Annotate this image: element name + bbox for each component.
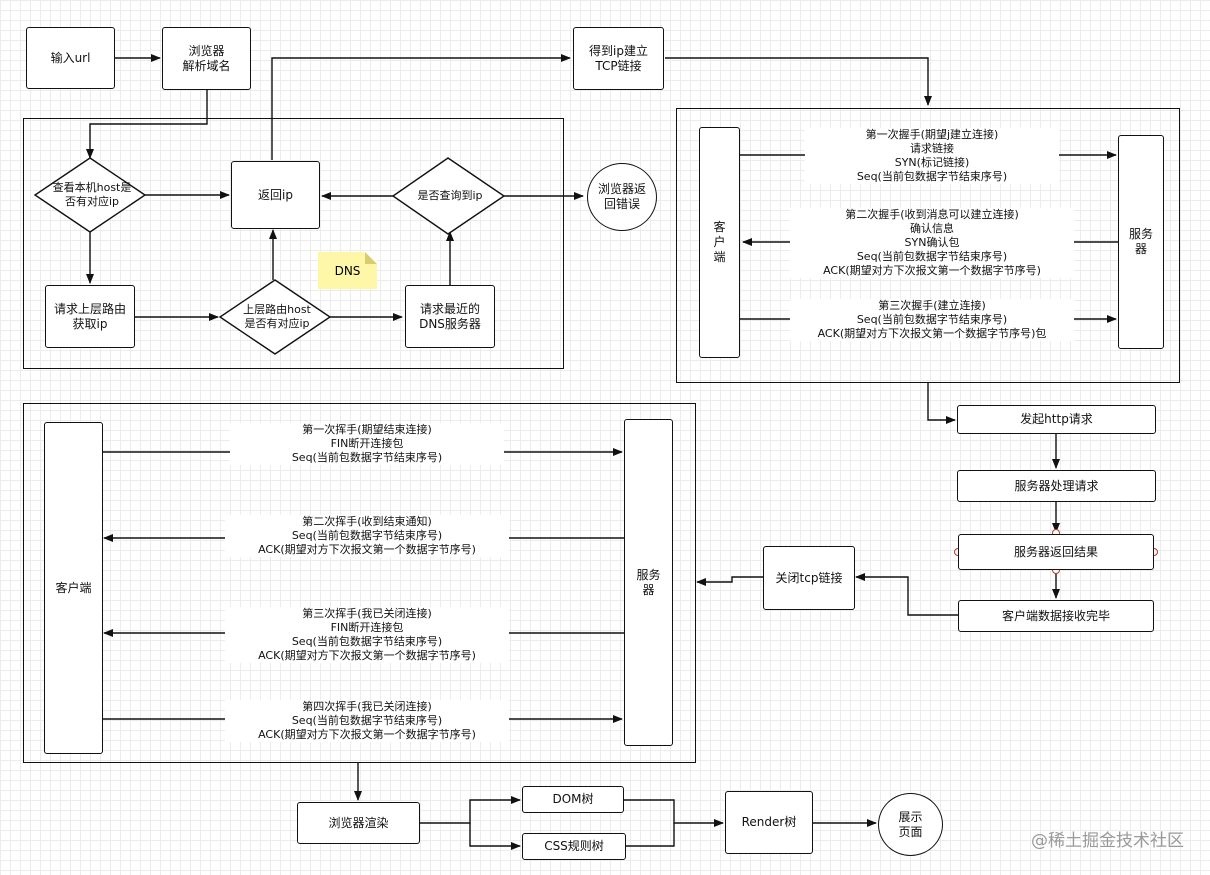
browser-error-node[interactable]: 浏览器返 回错误 xyxy=(587,163,657,231)
server-wave-node[interactable]: 服务 器 xyxy=(624,419,673,746)
get-ip-tcp-node[interactable]: 得到ip建立 TCP链接 xyxy=(573,27,664,90)
server-handshake-node[interactable]: 服务 器 xyxy=(1118,135,1164,349)
edge-tcp-to-handshake xyxy=(665,57,932,106)
request-dns-node[interactable]: 请求最近的 DNS服务器 xyxy=(405,285,495,348)
input-url-node[interactable]: 输入url xyxy=(26,27,115,89)
decision-query-ip xyxy=(391,157,506,235)
wave-first-label: 第一次挥手(期望结束连接) FIN断开连接包 Seq(当前包数据字节结束序号) xyxy=(230,423,504,465)
wave-fourth-label: 第四次挥手(我已关闭连接) Seq(当前包数据字节结束序号) ACK(期望对方下… xyxy=(225,700,509,742)
render-tree-node[interactable]: Render树 xyxy=(725,791,813,854)
parse-domain-node[interactable]: 浏览器 解析域名 xyxy=(162,27,251,90)
browser-render-node[interactable]: 浏览器渲染 xyxy=(297,802,420,844)
edge-receive-to-close xyxy=(855,573,958,616)
handshake-frame xyxy=(676,108,1180,383)
close-tcp-node[interactable]: 关闭tcp链接 xyxy=(763,546,855,610)
wave-third-label: 第三次挥手(我已关闭连接) FIN断开连接包 Seq(当前包数据字节结束序号) … xyxy=(225,607,509,663)
wave-second-label: 第二次挥手(收到结束通知) Seq(当前包数据字节结束序号) ACK(期望对方下… xyxy=(225,515,509,557)
return-ip-node[interactable]: 返回ip xyxy=(231,161,320,229)
client-wave-node[interactable]: 客户端 xyxy=(44,422,103,754)
query-ip-text[interactable]: 是否查询到ip xyxy=(417,189,483,202)
edge-css-to-rendertree xyxy=(626,823,675,847)
dom-tree-node[interactable]: DOM树 xyxy=(522,786,624,813)
server-process-node[interactable]: 服务器处理请求 xyxy=(957,470,1156,502)
wave-frame xyxy=(23,403,696,763)
router-host-text[interactable]: 上层路由host 是否有对应ip xyxy=(243,303,311,330)
edge-parse-to-checkhost xyxy=(86,90,208,159)
client-handshake-node[interactable]: 客 户 端 xyxy=(699,127,740,358)
css-tree-node[interactable]: CSS规则树 xyxy=(522,833,626,860)
server-return-node[interactable]: 服务器返回结果 xyxy=(958,534,1154,570)
client-receive-node[interactable]: 客户端数据接收完毕 xyxy=(958,600,1154,632)
show-page-node[interactable]: 展示 页面 xyxy=(878,793,943,856)
dns-sticky-note: DNS xyxy=(318,252,377,289)
handshake-first-label: 第一次握手(期望j建立连接) 请求链接 SYN(标记链接) Seq(当前包数据字… xyxy=(805,128,1059,184)
dns-frame xyxy=(23,118,564,369)
decision-check-host xyxy=(33,157,147,233)
edge-close-to-wave xyxy=(696,576,763,586)
edge-handshake-to-http xyxy=(927,382,956,424)
watermark: @稀土掘金技术社区 xyxy=(1031,831,1184,851)
edge-returnip-to-tcp xyxy=(271,54,571,160)
edge-render-split-css xyxy=(469,823,521,850)
check-host-text[interactable]: 查看本机host是 否有对应ip xyxy=(52,181,132,208)
edge-dom-to-rendertree xyxy=(624,799,724,827)
edge-render-split xyxy=(420,796,521,824)
handshake-second-label: 第二次握手(收到消息可以建立连接) 确认信息 SYN确认包 Seq(当前包数据字… xyxy=(790,208,1074,278)
handshake-third-label: 第三次握手(建立连接) Seq(当前包数据字节结束序号) ACK(期望对方下次报… xyxy=(790,299,1074,341)
request-router-node[interactable]: 请求上层路由 获取ip xyxy=(45,285,135,348)
http-request-node[interactable]: 发起http请求 xyxy=(957,405,1156,434)
decision-router-host xyxy=(218,279,332,355)
